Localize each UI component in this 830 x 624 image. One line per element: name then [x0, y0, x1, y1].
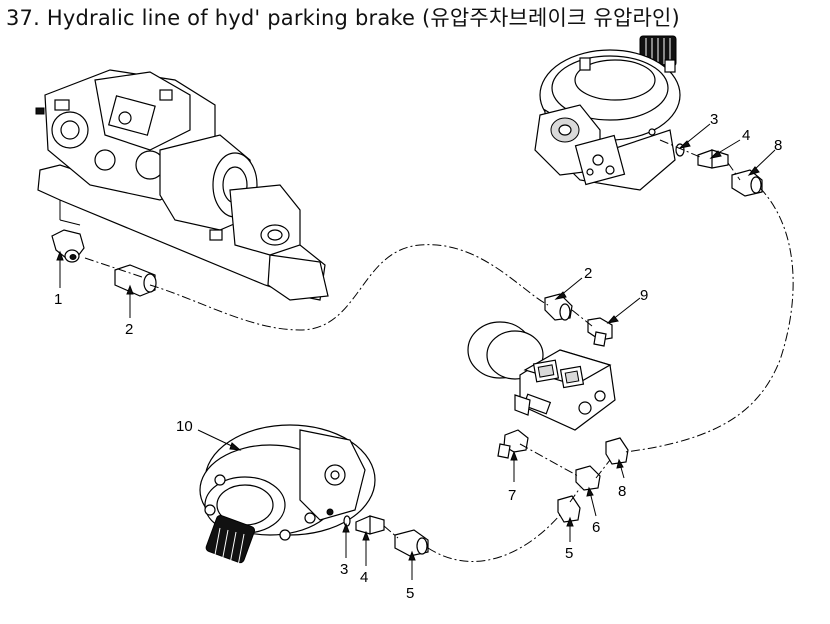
- part-1-elbow-fitting: [51, 229, 85, 263]
- callout-4-top: 4: [742, 127, 750, 144]
- brake-valve-block: [467, 321, 616, 431]
- part-4-fitting-top: [697, 149, 729, 169]
- part-6-tee-fitting: [575, 465, 601, 491]
- callout-5-lower-right: 5: [565, 545, 573, 562]
- parking-brake-motor-top: [534, 35, 681, 191]
- callout-8-top: 8: [774, 137, 782, 154]
- hose-top-motor-to-valve: [624, 187, 794, 453]
- part-2-adapter-center: [544, 293, 573, 321]
- part-10-travel-motor: [199, 424, 376, 567]
- callout-5-bottom: 5: [406, 585, 414, 602]
- callout-4-bottom: 4: [360, 569, 368, 586]
- diagram-title: 37. Hydralic line of hyd' parking brake …: [6, 6, 680, 30]
- callout-10: 10: [176, 418, 193, 435]
- hydraulic-pump-assembly: [35, 69, 329, 301]
- part-8-adapter-lower-right: [605, 437, 629, 465]
- part-3-seal-ring-bottom: [343, 515, 351, 527]
- part-9-tee-fitting: [587, 317, 613, 347]
- hose-bottom-motor: [383, 514, 561, 562]
- callout-3-top: 3: [710, 111, 718, 128]
- callout-6: 6: [592, 519, 600, 536]
- callout-3-bottom: 3: [340, 561, 348, 578]
- callout-7: 7: [508, 487, 516, 504]
- part-5-adapter-lower-right: [557, 495, 581, 523]
- part-5-adapter-bottom: [394, 529, 429, 557]
- callout-1: 1: [54, 291, 62, 308]
- callout-8-lower-right: 8: [618, 483, 626, 500]
- part-2-adapter-left: [114, 264, 157, 297]
- part-8-adapter-top: [731, 169, 763, 197]
- hose-pump-to-valve: [149, 244, 549, 331]
- callout-2-center: 2: [584, 265, 592, 282]
- part-4-fitting-bottom: [355, 515, 385, 535]
- callout-9: 9: [640, 287, 648, 304]
- part-7-tee-fitting: [497, 429, 529, 459]
- callout-2-left: 2: [125, 321, 133, 338]
